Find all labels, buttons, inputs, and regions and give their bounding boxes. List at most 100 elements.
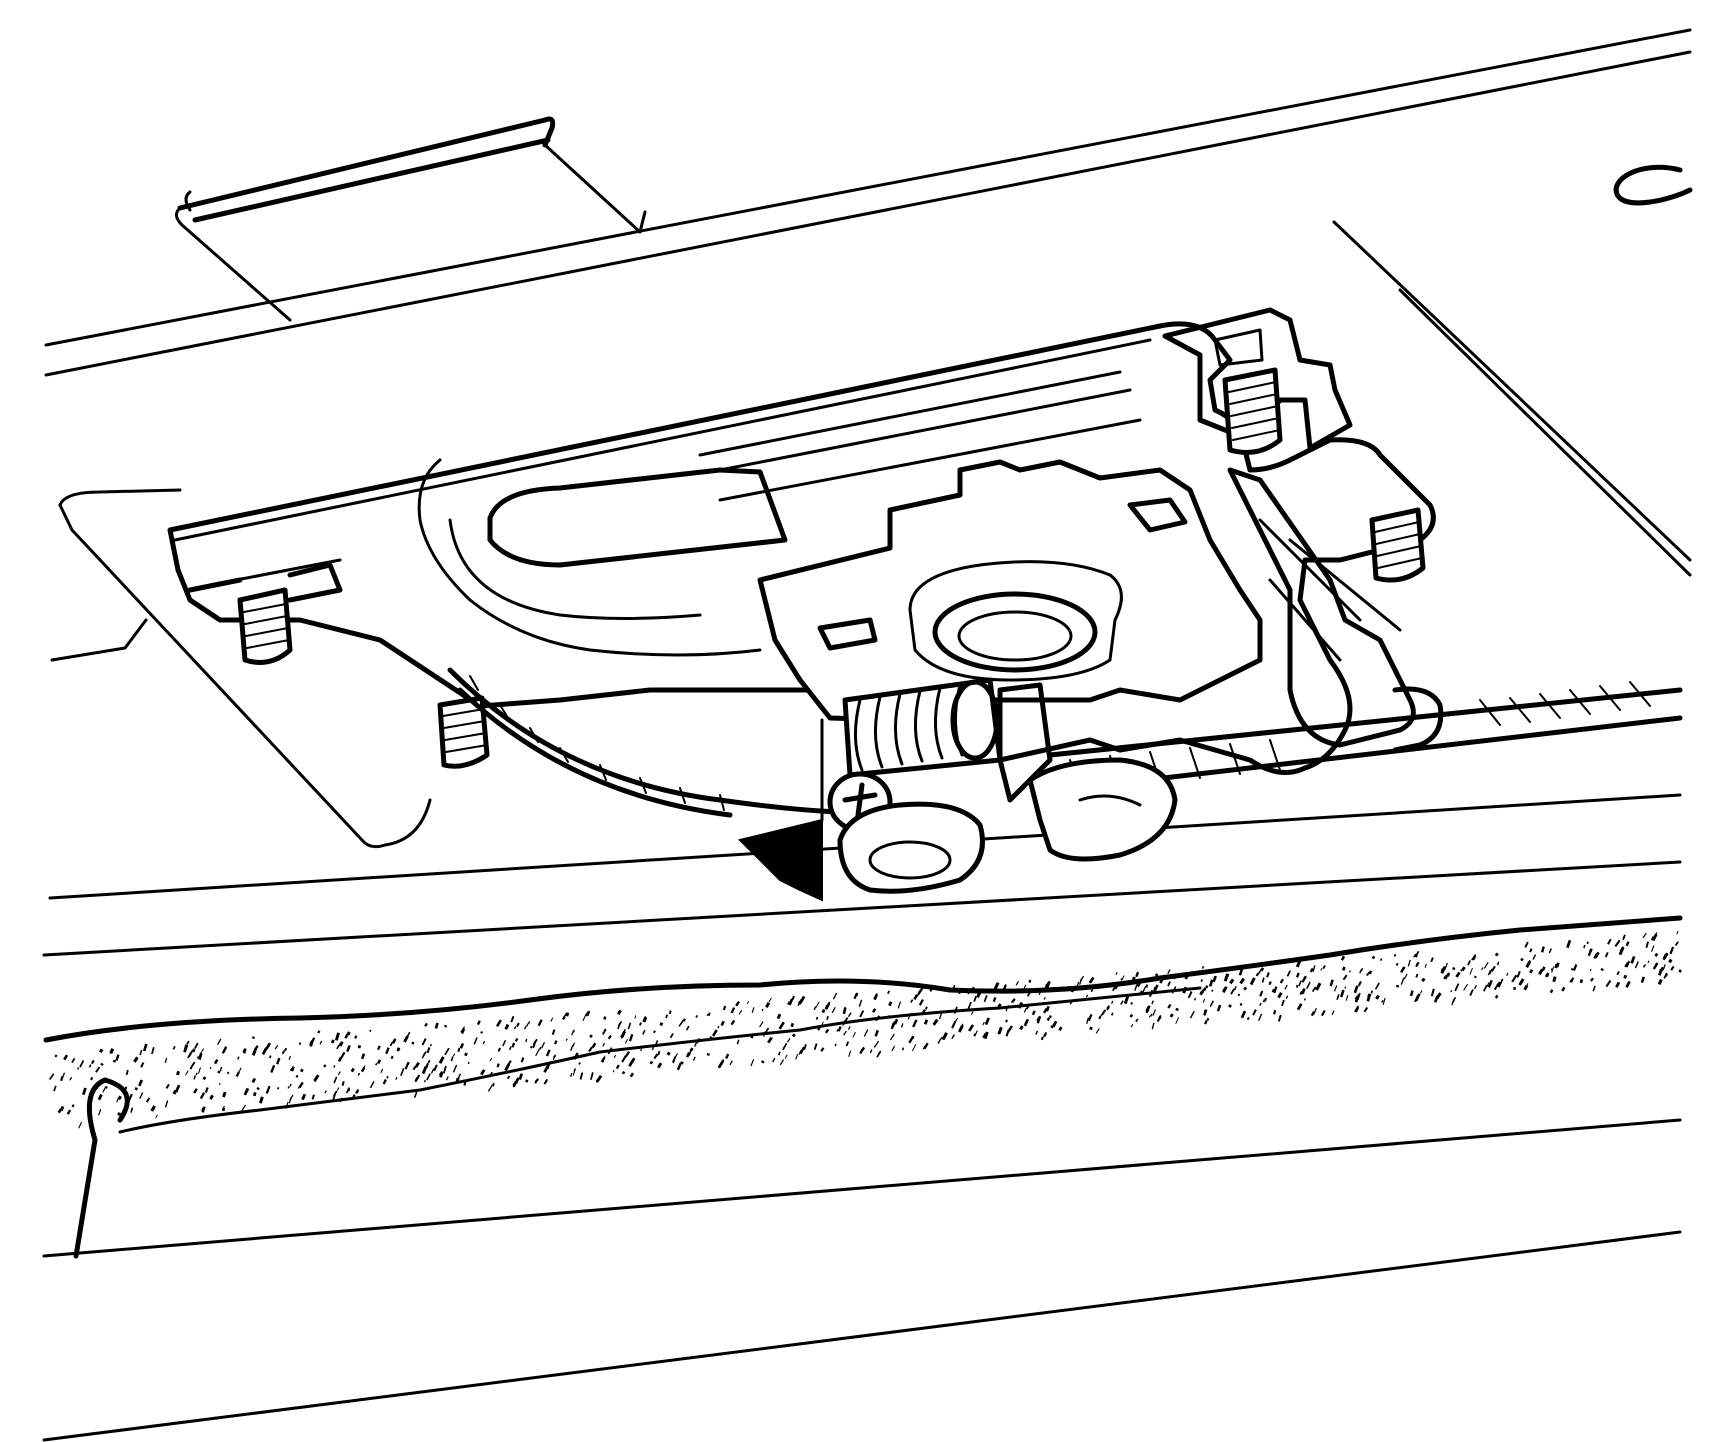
foam-stipple [669,1033,674,1039]
foam-stipple [1025,1004,1031,1010]
foam-stipple [642,1029,646,1034]
foam-stipple [223,1046,228,1053]
foam-stipple [665,1014,669,1019]
foam-stipple [997,1026,1003,1035]
foam-stipple [1415,973,1419,978]
foam-stipple [464,1052,468,1057]
foam-stipple [1469,967,1473,975]
foam-stipple [680,1061,684,1065]
foam-stipple [730,1019,736,1026]
foam-stipple [1069,1001,1073,1005]
foam-stipple [1295,972,1300,978]
foam-stipple [869,1049,873,1054]
foam-stipple [270,1064,276,1073]
foam-stipple [624,1039,628,1044]
foam-stipple [565,1038,568,1041]
foam-stipple [976,990,983,999]
hinge-bracket [1162,307,1444,753]
foam-stipple [1348,970,1351,973]
foam-stipple [1246,1016,1250,1021]
foam-stipple [1331,1010,1335,1016]
foam-stipple [1344,986,1347,989]
foam-stipple [1487,970,1491,976]
foam-stipple [299,1068,304,1073]
foam-stipple [694,1041,698,1047]
foam-stipple [460,1043,464,1047]
foam-stipple [1111,986,1117,992]
foam-stipple [476,1020,481,1026]
foam-stipple [952,984,956,990]
foam-stipple [319,1040,323,1045]
foam-stipple [535,1048,540,1057]
foam-stipple [929,988,933,992]
foam-stipple [404,1061,410,1070]
foam-stipple [1273,1009,1277,1015]
foam-stipple [1368,970,1373,975]
foam-stipple [1506,972,1509,976]
foam-stipple [911,1044,917,1052]
foam-stipple [1670,965,1675,971]
foam-stipple [221,1105,225,1111]
foam-stipple [1123,995,1130,1005]
foam-stipple [1249,977,1256,986]
foam-stipple [657,1062,663,1069]
foam-stipple [799,1046,806,1055]
foam-stipple [427,1059,431,1064]
foam-stipple [1202,987,1207,992]
foam-stipple [997,1003,1002,1008]
foam-stipple [1111,1000,1114,1004]
foam-stipple [71,1104,75,1108]
foam-stipple [217,1038,222,1045]
foam-stipple [1098,1015,1102,1020]
foam-stipple [1211,989,1214,992]
foam-stipple [117,1095,122,1101]
foam-stipple [1375,994,1380,1000]
foam-stipple [858,999,863,1007]
foam-stipple [197,1067,202,1074]
foam-stipple [845,1041,850,1047]
foam-stipple [442,1065,447,1074]
foam-stipple [1095,1028,1100,1034]
foam-stipple [360,1053,366,1060]
foam-stipple [607,1034,612,1040]
foam-stipple [48,1073,55,1081]
foam-stipple [1494,983,1499,991]
foam-stipple [1036,1015,1042,1024]
foam-stipple [199,1092,206,1100]
foam-stipple [628,1033,634,1042]
foam-stipple [1524,941,1529,948]
foam-stipple [532,1038,538,1045]
foam-stipple [843,1006,847,1010]
foam-stipple [1154,973,1159,977]
foam-stipple [339,1097,344,1103]
foam-stipple [360,1067,366,1073]
foam-stipple [603,1016,607,1020]
foam-stipple [1286,970,1291,977]
foam-stipple [142,1043,148,1052]
foam-stipple [98,1109,102,1116]
foam-stipple [852,1031,856,1038]
foam-stipple [1090,989,1094,993]
foam-stipple [1624,961,1629,968]
foam-stipple [1043,1032,1047,1037]
foam-stipple [1440,966,1447,974]
foam-stipple [1452,967,1456,971]
foam-stipple [1083,984,1088,990]
foam-stipple [164,1100,169,1108]
foam-stipple [1043,996,1046,1000]
foam-stipple [1409,990,1414,997]
foam-stipple [1473,985,1478,990]
foam-stipple [1263,997,1268,1002]
foam-stipple [514,1077,520,1085]
foam-stipple [1019,1002,1022,1007]
foam-stipple [786,1038,791,1043]
foam-stipple [973,1033,977,1037]
foam-stipple [1483,961,1489,969]
foam-stipple [529,1045,533,1049]
foam-stipple [337,1071,341,1076]
foam-stipple [1106,1005,1110,1011]
foam-stipple [455,1077,460,1084]
foam-stipple [1203,1009,1206,1013]
foam-stipple [1473,975,1477,979]
foam-stipple [1548,948,1552,954]
